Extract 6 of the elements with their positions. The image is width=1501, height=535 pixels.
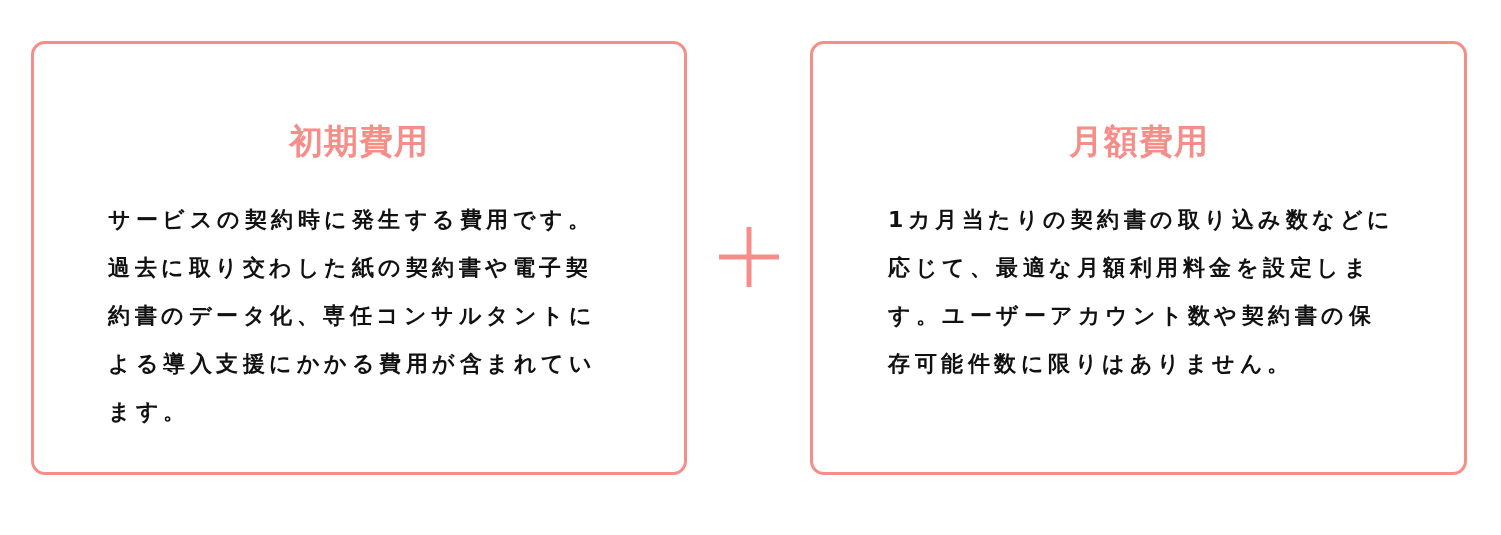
card-description: 1カ月当たりの契約書の取り込み数などに応じて、最適な月額利用料金を設定します。ユーザーアカウント数や契約書の保存可能件数に限りはありません。 [888, 206, 1396, 378]
info-card [810, 41, 1467, 475]
info-card [31, 41, 687, 475]
card-heading: 初期費用 [287, 121, 430, 161]
card-heading: 月額費用 [1067, 121, 1210, 161]
card-description: サービスの契約時に発生する費用です。過去に取り交わした紙の契約書や電子契約書のデータ化、専任コンサルタントによる導入支援にかかる費用が含まれています。 [108, 206, 597, 426]
